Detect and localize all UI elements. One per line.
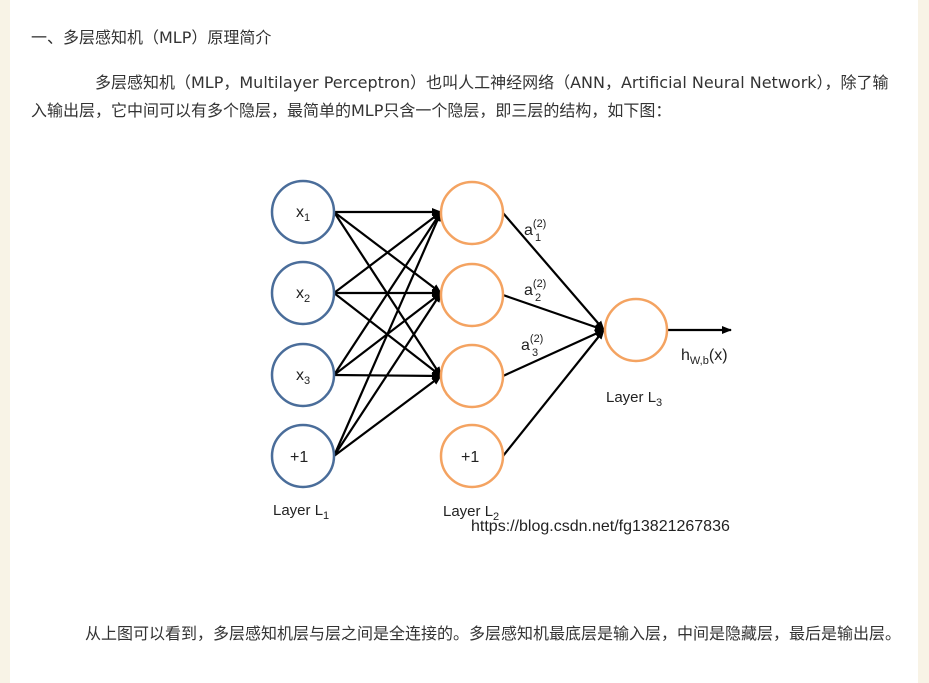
intro-paragraph: 多层感知机（MLP，Multilayer Perceptron）也叫人工神经网络… — [31, 73, 889, 120]
article-body: 一、多层感知机（MLP）原理简介 多层感知机（MLP，Multilayer Pe… — [10, 0, 918, 683]
layer2-label: Layer L2 — [443, 503, 499, 523]
activation-label-2: a(2) — [524, 278, 546, 299]
edge — [502, 212, 605, 331]
node-label: x1 — [296, 204, 310, 224]
hidden-node-1 — [439, 180, 505, 246]
activation-sub: 3 — [532, 347, 538, 359]
activation-sub: 2 — [535, 292, 541, 304]
output-label: hW,b(x) — [681, 347, 728, 367]
node-label: x3 — [296, 367, 310, 387]
activation-label-1: a(2) — [524, 218, 546, 239]
layer1-label: Layer L1 — [273, 502, 329, 522]
layer3-label: Layer L3 — [606, 389, 662, 409]
edge — [333, 211, 442, 376]
edge — [333, 211, 442, 294]
edge — [333, 375, 442, 457]
hidden-node-3 — [439, 343, 505, 409]
section-heading: 一、多层感知机（MLP）原理简介 — [31, 28, 272, 47]
edge — [502, 329, 605, 457]
edge — [333, 292, 442, 457]
layer1-nodes: x1 x2 x3 +1 — [270, 179, 336, 489]
input-node-x3 — [270, 342, 336, 408]
node-label: +1 — [290, 449, 308, 466]
activation-sub: 1 — [535, 232, 541, 244]
node-label: x2 — [296, 285, 310, 305]
edge — [502, 328, 605, 378]
layer2-nodes: +1 — [439, 180, 505, 489]
input-node-x1 — [270, 179, 336, 245]
bias-node-layer2 — [439, 423, 505, 489]
input-node-x2 — [270, 260, 336, 326]
conclusion-paragraph: 从上图可以看到，多层感知机层与层之间是全连接的。多层感知机最底层是输入层，中间是… — [85, 624, 902, 643]
watermark: https://blog.csdn.net/fg13821267836 — [471, 518, 730, 535]
edge — [502, 293, 605, 332]
activation-label-3: a(2) — [521, 333, 543, 354]
output-node — [603, 297, 669, 363]
hidden-node-2 — [439, 262, 505, 328]
activation-labels: a(2) 1 a(2) 2 a(2) 3 — [521, 218, 546, 359]
node-label: +1 — [461, 449, 479, 466]
edge — [332, 211, 443, 457]
bias-node-layer1 — [270, 423, 336, 489]
edges-layer2-to-layer3 — [502, 212, 732, 457]
edges-layer1-to-layer2 — [332, 208, 443, 457]
